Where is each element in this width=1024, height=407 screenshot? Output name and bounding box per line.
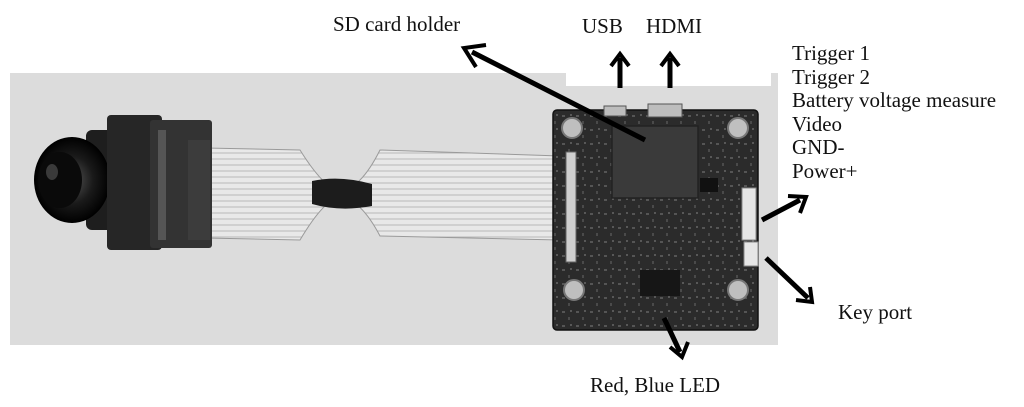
label-hdmi: HDMI <box>646 14 702 38</box>
ribbon-cable <box>204 147 561 241</box>
mount-hole-bl <box>563 279 585 301</box>
pin-header <box>741 187 757 241</box>
pin-label-list: Trigger 1 Trigger 2 Battery voltage meas… <box>792 41 997 183</box>
label-battery-voltage: Battery voltage measure <box>792 88 997 112</box>
label-video: Video <box>792 111 843 136</box>
hdmi-connector <box>647 103 683 118</box>
ribbon-connector <box>565 151 577 263</box>
arrow-pins <box>760 194 809 223</box>
arrow-sd-card-holder <box>460 43 647 143</box>
camera-head <box>34 115 212 250</box>
arrow-hdmi <box>659 50 681 88</box>
label-sd-card-holder: SD card holder <box>333 12 461 36</box>
arrow-led <box>661 316 690 361</box>
ribbon-sleeve <box>312 178 372 209</box>
sd-card-slot <box>611 125 699 199</box>
label-trigger-2: Trigger 2 <box>792 64 870 89</box>
mount-hole-tl <box>561 117 583 139</box>
mount-hole-br <box>727 279 749 301</box>
label-led: Red, Blue LED <box>590 373 721 397</box>
label-gnd: GND- <box>792 135 845 159</box>
mount-hole-tr <box>727 117 749 139</box>
label-key-port: Key port <box>838 300 913 324</box>
label-usb: USB <box>582 14 623 38</box>
chip <box>700 178 718 192</box>
pcb-board <box>552 103 759 331</box>
usb-connector <box>603 105 627 117</box>
arrow-key-port <box>764 256 815 305</box>
arrow-usb <box>609 50 631 88</box>
key-port-connector <box>743 241 759 267</box>
label-trigger-1: Trigger 1 <box>792 41 870 65</box>
label-power: Power+ <box>792 158 858 183</box>
led-area <box>640 270 680 296</box>
